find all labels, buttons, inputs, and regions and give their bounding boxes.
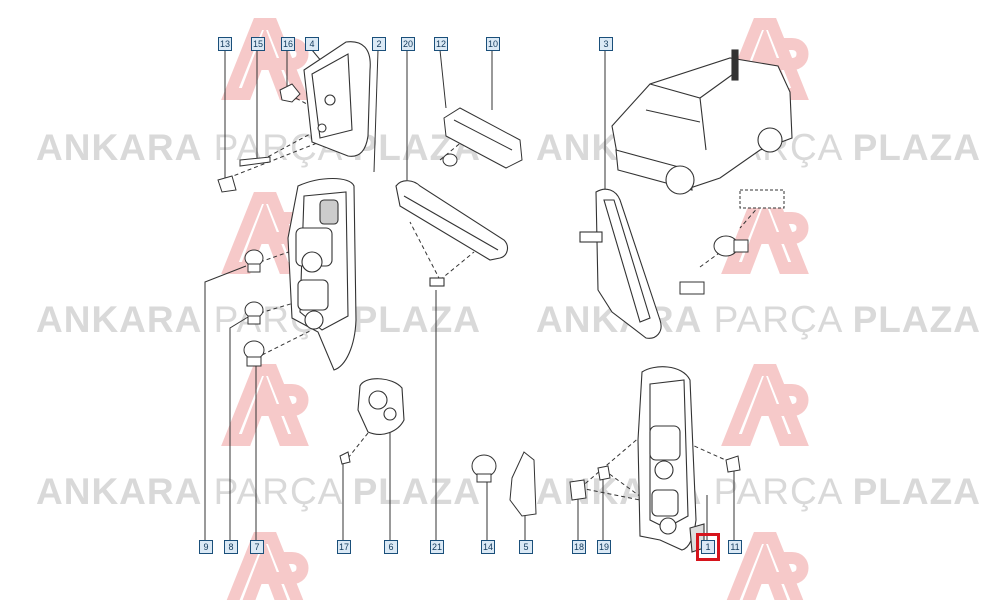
callout-10: 10 <box>486 37 500 51</box>
callout-16: 16 <box>281 37 295 51</box>
callout-13: 13 <box>218 37 232 51</box>
callout-12: 12 <box>434 37 448 51</box>
callout-5: 5 <box>519 540 533 554</box>
callout-20: 20 <box>401 37 415 51</box>
highlight-box-part <box>696 533 720 561</box>
callout-19: 19 <box>597 540 611 554</box>
watermark-text: ANKARA PARÇA PLAZA <box>36 471 481 512</box>
callout-9: 9 <box>199 540 213 554</box>
callout-18: 18 <box>572 540 586 554</box>
callout-11: 11 <box>728 540 742 554</box>
watermark-text: ANKARA PARÇA PLAZA <box>536 299 981 340</box>
callout-6: 6 <box>384 540 398 554</box>
callout-3: 3 <box>599 37 613 51</box>
callout-21: 21 <box>430 540 444 554</box>
ap-logo-watermark <box>721 364 809 446</box>
callout-17: 17 <box>337 540 351 554</box>
callout-4: 4 <box>305 37 319 51</box>
callout-15: 15 <box>251 37 265 51</box>
ap-logo-watermark <box>221 364 309 446</box>
watermark-text: ANKARA PARÇA PLAZA <box>36 127 481 168</box>
callout-14: 14 <box>481 540 495 554</box>
callout-2: 2 <box>372 37 386 51</box>
callout-7: 7 <box>250 540 264 554</box>
callout-1[interactable]: 1 <box>701 540 715 554</box>
callout-8: 8 <box>224 540 238 554</box>
